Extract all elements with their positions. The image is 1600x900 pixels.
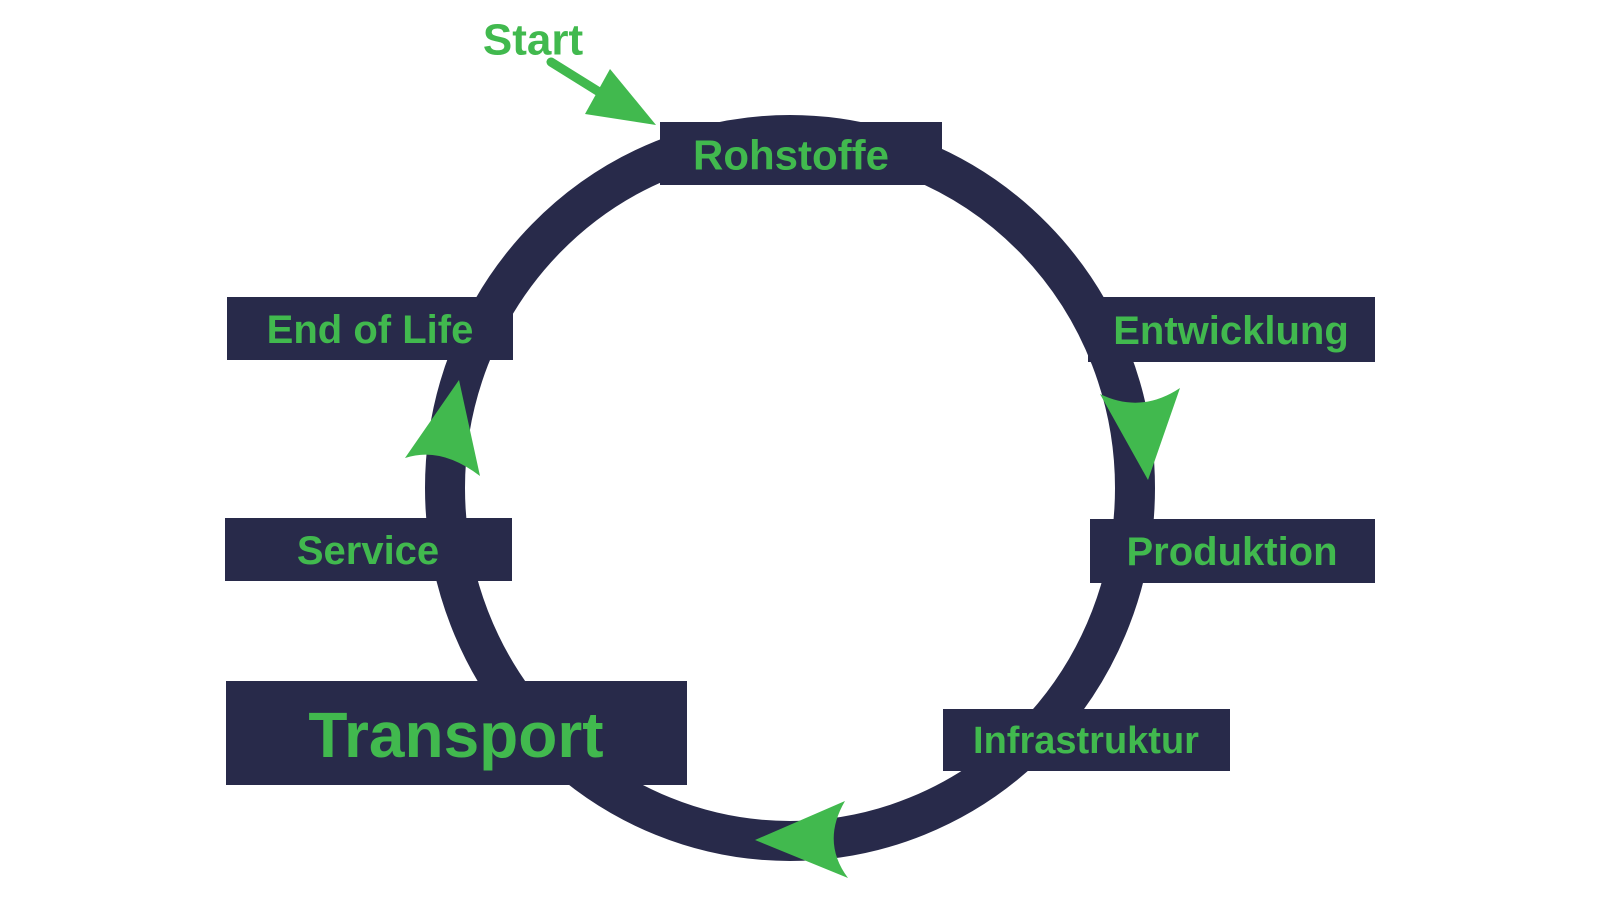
node-box-transport [226,681,687,785]
node-label-rohstoffe: Rohstoffe [693,132,889,179]
node-rohstoffe: Rohstoffe [660,122,942,185]
node-box-infrastruktur [943,709,1230,771]
node-service: Service [225,518,512,581]
node-label-end-of-life: End of Life [267,308,474,352]
node-label-entwicklung: Entwicklung [1113,309,1349,353]
node-infrastruktur: Infrastruktur [943,709,1230,771]
start-arrow-icon [585,69,656,125]
node-entwicklung: Entwicklung [1088,297,1375,362]
node-box-end-of-life [227,297,513,360]
node-label-service: Service [297,529,439,573]
node-produktion: Produktion [1090,519,1375,583]
node-label-transport: Transport [308,699,603,771]
flow-arrow-up-icon [405,380,480,476]
node-box-produktion [1090,519,1375,583]
flow-arrow-left-icon [755,801,848,878]
start-arrow-line [546,57,609,100]
node-box-service [225,518,512,581]
node-end-of-life: End of Life [227,297,513,360]
node-box-rohstoffe [660,122,942,185]
node-transport: Transport [226,681,687,785]
flow-arrow-down-icon [1100,388,1180,480]
node-label-infrastruktur: Infrastruktur [973,720,1199,762]
start-annotation: Start [483,16,656,125]
node-box-entwicklung [1088,297,1375,362]
start-label: Start [483,16,584,65]
node-label-produktion: Produktion [1126,530,1337,574]
